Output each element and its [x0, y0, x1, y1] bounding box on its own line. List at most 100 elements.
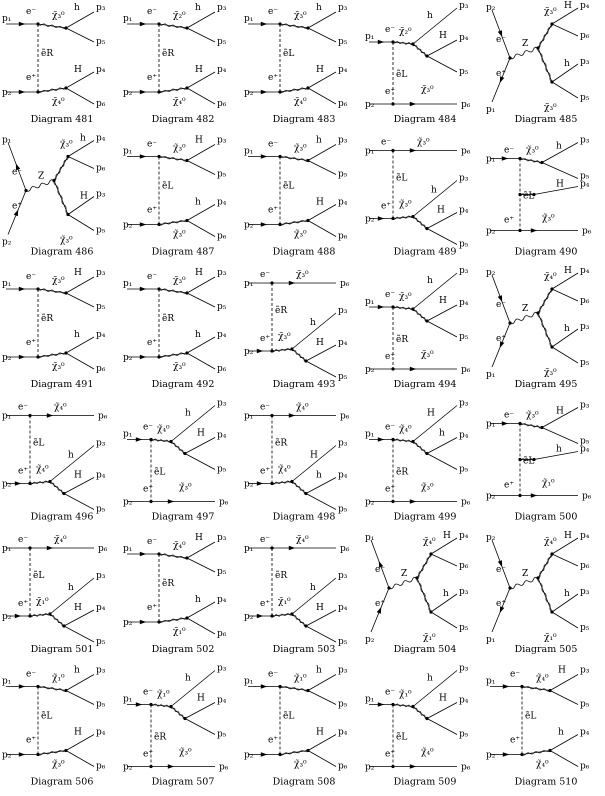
momentum-label: p₄	[459, 531, 469, 541]
gaugino-line	[49, 481, 65, 494]
diagram-caption: Diagram 497	[152, 512, 215, 523]
momentum-label: p₄	[459, 696, 469, 706]
gaugino-wave	[158, 23, 188, 30]
boson-line	[67, 196, 95, 215]
selectron-label: ẽR	[41, 48, 53, 59]
selectron-label: ẽL	[523, 456, 534, 467]
neutralino-label: χ̃₁⁰	[544, 632, 557, 643]
boson-label: h	[564, 324, 570, 334]
momentum-label: p₂	[365, 215, 375, 225]
momentum-label: p₅	[580, 700, 590, 710]
vertex	[28, 413, 32, 418]
fermion-out	[186, 87, 216, 105]
electron-label: e⁻	[385, 423, 395, 433]
momentum-label: p₆	[340, 279, 350, 289]
diagram-caption: Diagram 490	[515, 247, 578, 258]
positron-label: e⁺	[504, 481, 514, 491]
z-boson-label: Z	[522, 304, 528, 314]
neutralino-label: χ̃₃⁰	[526, 145, 539, 156]
arrow-head	[46, 545, 54, 551]
momentum-label: p₁	[244, 412, 253, 422]
momentum-label: p₂	[2, 480, 12, 490]
momentum-label: p₅	[580, 437, 590, 447]
boson-line	[533, 186, 579, 195]
positron-label: e⁺	[268, 736, 278, 746]
gaugino-wave	[158, 220, 188, 226]
momentum-label: p₃	[96, 666, 106, 676]
gaugino-wave	[37, 686, 67, 692]
gaugino-wave	[279, 686, 309, 692]
boson-line	[551, 63, 579, 83]
arrow-head	[497, 30, 503, 37]
fermion-out	[426, 228, 458, 245]
gaugino-line	[53, 180, 69, 215]
momentum-label: p₄	[96, 134, 106, 144]
positron-label: e⁺	[26, 338, 36, 348]
momentum-label: p₁	[486, 155, 495, 165]
fermion-out	[65, 27, 95, 43]
arrow-head	[18, 684, 26, 689]
vertex	[391, 499, 395, 504]
boson-line	[184, 437, 216, 454]
gaugino-wave	[412, 43, 428, 57]
arrow-head	[260, 154, 268, 159]
boson-label: H	[443, 531, 451, 541]
boson-line	[65, 336, 95, 354]
positron-label: e⁺	[12, 202, 22, 212]
fermion-out	[426, 453, 458, 470]
momentum-label: p₄	[459, 431, 469, 441]
boson-line	[49, 577, 95, 615]
diagram-caption: Diagram 494	[394, 379, 457, 390]
momentum-label: p₆	[461, 763, 471, 773]
momentum-label: p₆	[219, 498, 229, 508]
momentum-label: p₄	[338, 65, 348, 75]
gaugino-wave	[53, 156, 69, 181]
arrow-head	[139, 89, 147, 95]
momentum-label: p₅	[96, 302, 106, 312]
momentum-label: p₅	[338, 700, 348, 710]
gaugino-wave	[49, 613, 65, 627]
fermion-out	[186, 352, 216, 370]
diagram-caption: Diagram 503	[273, 644, 336, 655]
momentum-label: p₃	[217, 664, 227, 674]
arrow-head	[139, 286, 147, 292]
boson-label: H	[74, 65, 82, 75]
boson-label: h	[195, 3, 201, 13]
gaugino-line	[412, 441, 428, 454]
boson-label: h	[195, 330, 201, 340]
boson-line	[307, 204, 337, 221]
fermion-out	[307, 160, 337, 175]
gaugino-line	[53, 156, 69, 181]
vertex	[518, 493, 522, 498]
gaugino-line	[537, 553, 553, 579]
boson-line	[430, 537, 458, 555]
boson-label: h	[556, 445, 562, 455]
momentum-label: p₄	[338, 198, 348, 208]
vertex	[270, 413, 274, 418]
boson-label: h	[316, 471, 322, 481]
electron-label: e⁻	[18, 535, 28, 545]
boson-label: h	[316, 136, 322, 146]
gaugino-line	[519, 423, 543, 428]
electron-label: e⁻	[496, 565, 506, 575]
momentum-label: p₁	[486, 105, 495, 115]
gaugino-line	[537, 288, 553, 314]
gaugino-wave	[29, 613, 51, 618]
neutralino-label: χ̃₄⁰	[173, 540, 186, 551]
fermion-out	[184, 718, 216, 735]
neutralino-label: χ̃₁⁰	[294, 673, 307, 684]
boson-line	[533, 451, 579, 460]
momentum-label: p₄	[459, 33, 469, 43]
momentum-label: p₃	[580, 401, 590, 411]
gaugino-wave	[49, 481, 65, 494]
momentum-label: p₆	[459, 561, 469, 571]
electron-label: e⁻	[268, 7, 278, 17]
boson-label: H	[80, 192, 88, 202]
positron-label: e⁺	[147, 603, 157, 613]
boson-line	[412, 272, 458, 310]
